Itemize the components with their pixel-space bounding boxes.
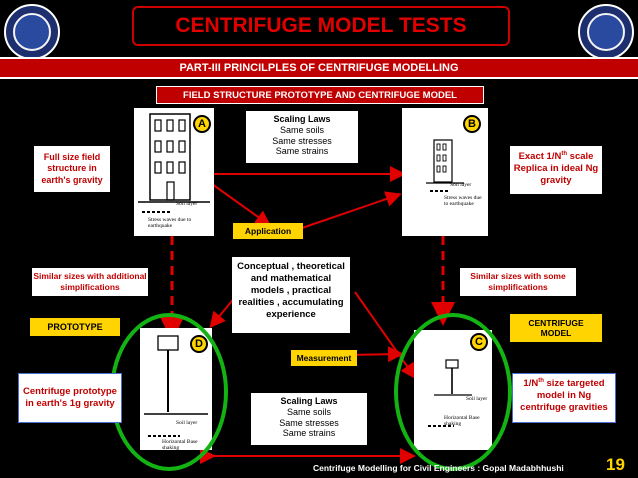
panel-a-stress-label: Stress waves due to earthquake [148,217,192,229]
label-a: A [193,115,211,133]
scaling-top-l1: Same soils [279,124,324,135]
part-banner: PART-III PRINCILPLES OF CENTRIFUGE MODEL… [0,57,638,79]
measurement-tag: Measurement [291,350,357,366]
right-exact-replica: Exact 1/Nth scale Replica in ideal Ng gr… [510,146,602,194]
green-highlight-left [110,313,228,471]
scaling-top-l2: Same stresses [272,135,332,146]
right-top-a: Exact 1/N [518,151,562,163]
footer-credit: Centrifuge Modelling for Civil Engineers… [313,463,564,473]
scaling-bottom-l1: Same soils [286,406,331,417]
arrow-a-application [211,183,272,227]
right-bottom-b: size targeted model in Ng centrifuge gra… [520,378,608,413]
scaling-top-l3: Same strains [275,146,329,157]
scaling-laws-bottom: Scaling Laws Same soils Same stresses Sa… [251,393,367,445]
left-centrifuge-prototype: Centrifuge prototype in earth's 1g gravi… [18,373,122,423]
right-top-b: scale Replica in ideal Ng gravity [513,151,599,186]
right-similar-sizes: Similar sizes with some simplifications [460,268,576,296]
centrifuge-model-tag: CENTRIFUGE MODEL [510,314,602,342]
scaling-bottom-title: Scaling Laws [280,396,338,406]
scaling-bottom-l3: Same strains [282,428,336,439]
scaling-laws-top: Scaling Laws Same soils Same stresses Sa… [246,111,358,163]
page-number: 19 [606,455,625,474]
panel-a-soil-label: Soil layer [176,201,198,207]
conceptual-models-box: Conceptual , theoretical and mathematica… [232,257,350,333]
scaling-bottom-l2: Same stresses [279,417,339,428]
label-b: B [463,115,481,133]
panel-b-stress-label: Stress waves due to earthquake [444,195,482,207]
arrow-application-b [301,191,402,229]
green-highlight-right [394,313,512,471]
right-top-sup: th [561,151,568,157]
right-bottom-a: 1/N [523,378,539,390]
subtitle-banner: FIELD STRUCTURE PROTOTYPE AND CENTRIFUGE… [156,86,484,104]
application-tag: Application [233,223,303,239]
left-full-size-field: Full size field structure in earth's gra… [34,146,110,192]
left-similar-sizes: Similar sizes with additional simplifica… [32,268,148,296]
institute-logo-left [4,4,60,60]
slide-title: CENTRIFUGE MODEL TESTS [132,6,510,46]
right-targeted-model: 1/Nth size targeted model in Ng centrifu… [512,373,616,423]
scaling-top-title: Scaling Laws [273,114,331,124]
right-bottom-sup: th [538,378,544,384]
panel-b-soil-label: Soil layer [450,182,472,188]
prototype-tag: PROTOTYPE [30,318,120,336]
